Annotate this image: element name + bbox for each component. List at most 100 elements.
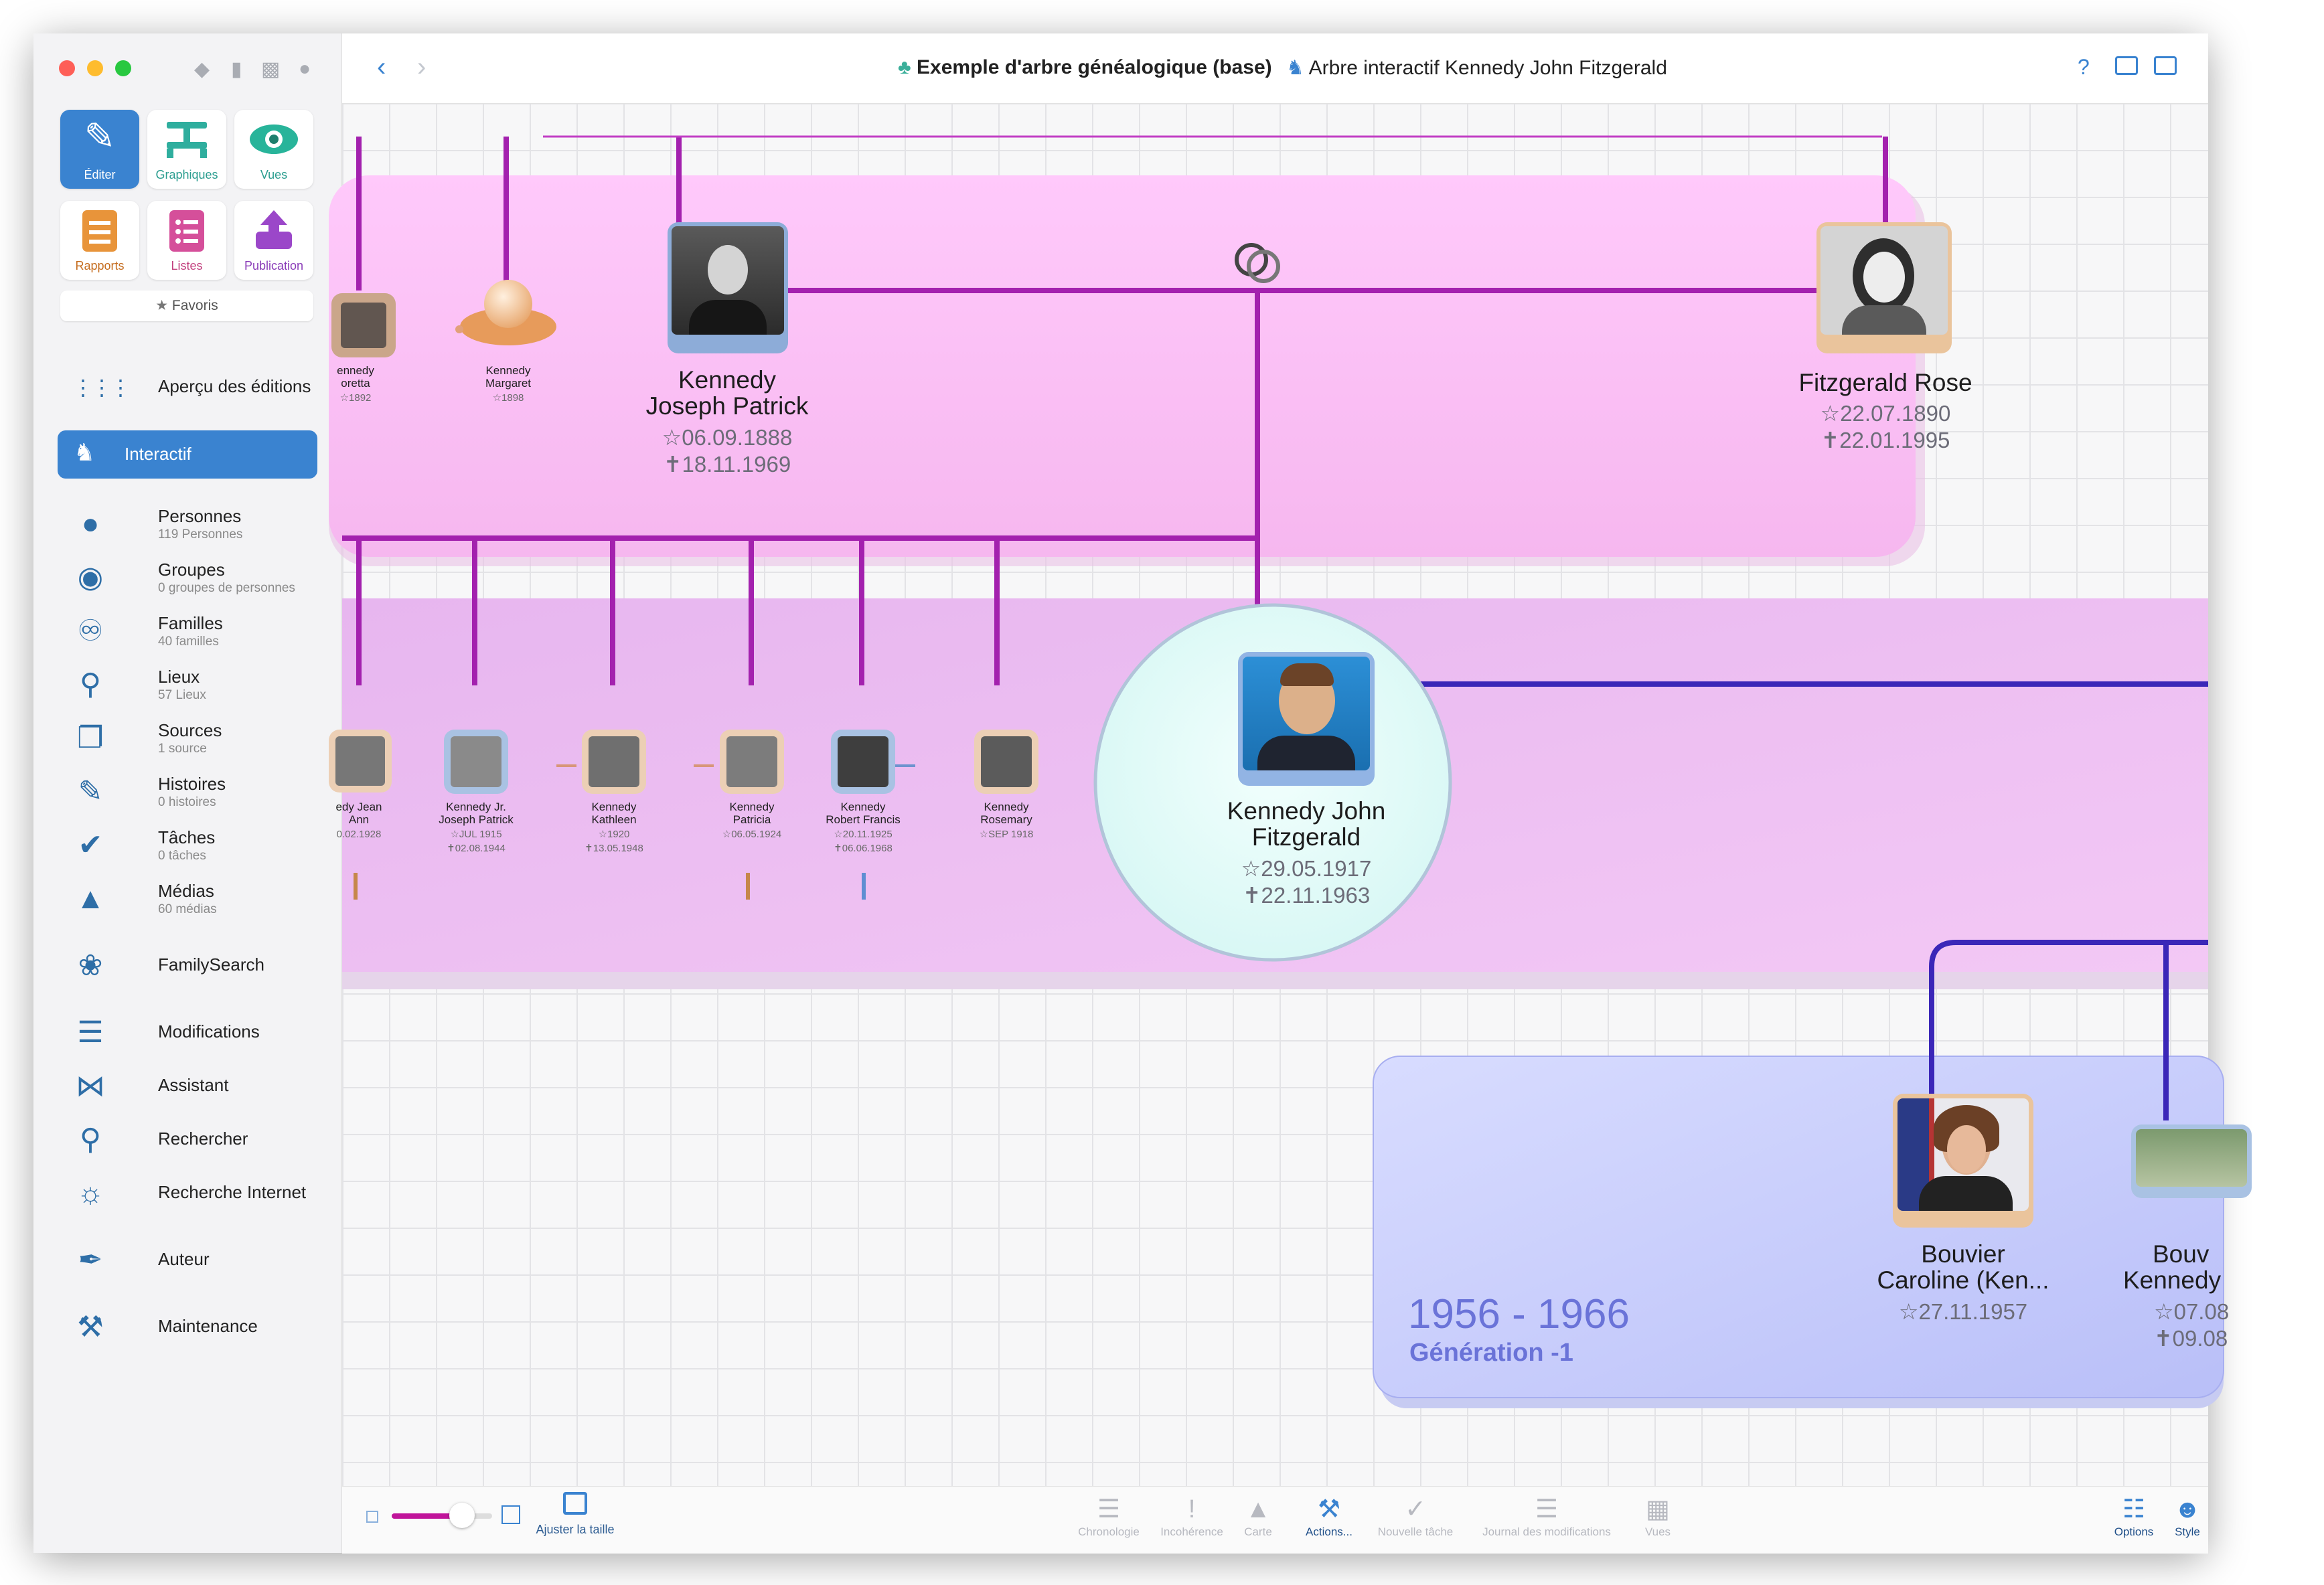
aunt-birth: ☆1898 bbox=[492, 392, 524, 404]
list-lines-icon: ☰ bbox=[77, 1016, 104, 1049]
portrait-sibling[interactable] bbox=[444, 730, 508, 794]
sidebar-item-search[interactable]: ⚲ Rechercher bbox=[72, 1116, 333, 1163]
bottom-toolbar: Ajuster la taille ☰Chronologie !Incohére… bbox=[342, 1486, 2208, 1554]
edit-tile[interactable]: ✎ Éditer bbox=[60, 110, 139, 189]
minimize-window-button[interactable] bbox=[87, 60, 103, 76]
mountain-icon: ▲ bbox=[76, 882, 105, 915]
sibling-dates: 0.02.1928 bbox=[336, 829, 382, 840]
marriage-rings-icon bbox=[1235, 243, 1280, 283]
sidebar-item-media[interactable]: ▲ Médias 60 médias bbox=[72, 875, 333, 922]
help-icon[interactable]: ? bbox=[2078, 55, 2090, 79]
person-icon: ● bbox=[81, 507, 100, 540]
sidebar-item-internet-search[interactable]: ☼ Recherche Internet bbox=[72, 1170, 333, 1217]
view-title: ♞ Arbre interactif Kennedy John Fitzgera… bbox=[1286, 57, 1667, 79]
portrait-sibling[interactable] bbox=[831, 730, 895, 794]
zoom-slider-fill bbox=[392, 1513, 462, 1519]
views-button[interactable]: ▦Vues bbox=[1634, 1493, 1681, 1539]
favorites-button[interactable]: ★ Favoris bbox=[60, 290, 313, 321]
portrait-father[interactable] bbox=[668, 222, 788, 353]
rings-icon: ♾ bbox=[77, 614, 104, 647]
portrait-child[interactable] bbox=[1893, 1094, 2033, 1228]
sibling-name[interactable]: Kennedy Jr.Joseph Patrick bbox=[439, 801, 514, 826]
forward-arrow-icon[interactable]: › bbox=[417, 52, 427, 82]
zoom-out-icon[interactable] bbox=[366, 1511, 378, 1523]
zoom-slider-knob[interactable] bbox=[449, 1503, 475, 1528]
bookmark-icon[interactable]: ▮ bbox=[231, 58, 242, 80]
sibling-dates: ☆JUL 1915✝02.08.1944 bbox=[447, 829, 506, 854]
mother-name[interactable]: Fitzgerald Rose bbox=[1798, 369, 1972, 396]
upload-icon bbox=[256, 210, 292, 249]
aunt-birth: ☆1892 bbox=[339, 392, 372, 404]
sidebar-item-groups[interactable]: ◉ Groupes 0 groupes de personnes bbox=[72, 554, 333, 601]
publication-tile[interactable]: Publication bbox=[234, 201, 313, 280]
charts-tile[interactable]: Graphiques bbox=[147, 110, 226, 189]
portrait-sibling[interactable] bbox=[582, 730, 646, 794]
checkmark-circle-icon: ✔ bbox=[78, 829, 103, 861]
sidebar-item-author[interactable]: ✒ Auteur bbox=[72, 1237, 333, 1284]
child-dates: ☆07.08✝09.08 bbox=[2154, 1299, 2230, 1351]
portrait-loretta[interactable] bbox=[331, 293, 396, 357]
connector-dot bbox=[455, 325, 463, 333]
style-button[interactable]: ☻Style bbox=[2167, 1493, 2207, 1539]
globe-icon[interactable]: ● bbox=[299, 58, 311, 80]
sidebar-item-stories[interactable]: ✎ Histoires 0 histoires bbox=[72, 768, 333, 815]
changelog-button[interactable]: ☰Journal des modifications bbox=[1470, 1493, 1624, 1539]
chronology-button[interactable]: ☰Chronologie bbox=[1072, 1493, 1146, 1539]
map-icon: ▲ bbox=[1245, 1495, 1271, 1523]
lists-tile[interactable]: Listes bbox=[147, 201, 226, 280]
views-tile[interactable]: Vues bbox=[234, 110, 313, 189]
zoom-slider[interactable] bbox=[392, 1503, 492, 1528]
portrait-child[interactable] bbox=[2131, 1124, 2252, 1198]
sidebar-item-sources[interactable]: ❐ Sources 1 source bbox=[72, 715, 333, 762]
map-button[interactable]: ▲Carte bbox=[1231, 1493, 1285, 1539]
portrait-mother[interactable] bbox=[1816, 222, 1952, 353]
sidebar-item-tasks[interactable]: ✔ Tâches 0 tâches bbox=[72, 822, 333, 869]
options-button[interactable]: ☷Options bbox=[2107, 1493, 2161, 1539]
wrench-list-icon: ⚒ bbox=[77, 1311, 104, 1343]
fit-size-button[interactable]: Ajuster la taille bbox=[528, 1492, 622, 1537]
close-window-button[interactable] bbox=[59, 60, 75, 76]
window-layout-icon[interactable] bbox=[2115, 56, 2138, 75]
sidebar-item-assistant[interactable]: ⋈ Assistant bbox=[72, 1063, 333, 1110]
sidebar-item-places[interactable]: ⚲ Lieux 57 Lieux bbox=[72, 661, 333, 708]
sidebar-item-modifications[interactable]: ☰ Modifications bbox=[72, 1009, 333, 1056]
new-task-button[interactable]: ✓Nouvelle tâche bbox=[1372, 1493, 1459, 1539]
placeholder-avatar bbox=[484, 280, 532, 328]
tag-icon[interactable]: ◆ bbox=[194, 58, 210, 80]
sidebar-item-persons[interactable]: ● Personnes 119 Personnes bbox=[72, 501, 333, 548]
reports-tile[interactable]: Rapports bbox=[60, 201, 139, 280]
actions-button[interactable]: ⚒Actions... bbox=[1296, 1493, 1363, 1539]
sidebar-item-overview[interactable]: ⋮⋮⋮ Aperçu des éditions bbox=[72, 364, 333, 411]
sidebar-item-interactive[interactable]: ♞ Interactif bbox=[58, 430, 317, 479]
app-window: ◆ ▮ ▩ ● ✎ Éditer Graphiques Vues bbox=[33, 33, 2252, 1554]
inconsistency-button[interactable]: !Incohérence bbox=[1155, 1493, 1229, 1539]
zoom-window-button[interactable] bbox=[115, 60, 131, 76]
portrait-sibling[interactable] bbox=[974, 730, 1038, 794]
descendant-lines bbox=[1293, 681, 2208, 1154]
portrait-focus-person[interactable] bbox=[1238, 652, 1375, 786]
sidebar-item-maintenance[interactable]: ⚒ Maintenance bbox=[72, 1304, 333, 1351]
zoom-in-icon[interactable] bbox=[501, 1505, 520, 1524]
portrait-sibling[interactable] bbox=[720, 730, 784, 794]
back-arrow-icon[interactable]: ‹ bbox=[377, 52, 386, 82]
sidebar-toggle-icon[interactable] bbox=[2154, 56, 2177, 75]
eye-icon bbox=[250, 124, 298, 154]
fit-size-icon bbox=[563, 1492, 587, 1515]
sidebar-item-familysearch[interactable]: ❀ FamilySearch bbox=[72, 942, 333, 989]
sidebar-item-families[interactable]: ♾ Familles 40 familles bbox=[72, 608, 333, 655]
portrait-sibling[interactable] bbox=[329, 730, 392, 792]
car-icon[interactable]: ▩ bbox=[261, 58, 281, 80]
list-icon bbox=[169, 210, 204, 252]
